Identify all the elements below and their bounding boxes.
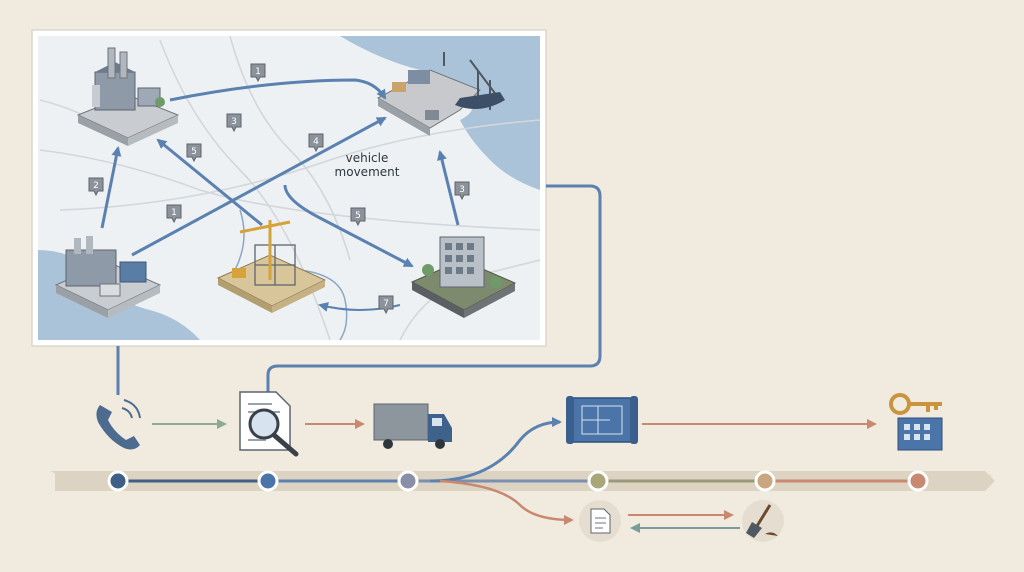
map-annotation-line-2: movement <box>335 165 400 179</box>
route-marker: 3 <box>226 113 242 133</box>
route-marker: 5 <box>350 207 366 227</box>
timeline-node <box>754 470 776 492</box>
route-arrows <box>100 78 460 312</box>
document-search-icon <box>239 391 299 457</box>
map-annotation-line-1: vehicle <box>346 151 389 165</box>
route-marker-label: 1 <box>255 67 261 77</box>
construction-crane-icon <box>216 220 327 313</box>
timeline-nodes <box>107 470 929 492</box>
route-marker-label: 4 <box>313 137 319 147</box>
map-water-top <box>340 36 540 190</box>
route-marker-label: 5 <box>355 211 361 221</box>
route-marker: 3 <box>454 181 470 201</box>
route-marker: 4 <box>308 133 324 153</box>
route-marker-label: 3 <box>459 185 465 195</box>
route-marker: 2 <box>88 177 104 197</box>
map-connector-right <box>266 184 602 392</box>
document-icon <box>579 500 621 542</box>
timeline-node <box>587 470 609 492</box>
shovel-icon <box>742 500 784 542</box>
factory-icon <box>76 47 180 146</box>
route-marker: 1 <box>166 204 182 224</box>
route-marker-label: 7 <box>383 299 389 309</box>
timeline-node <box>107 470 129 492</box>
timeline <box>50 417 995 525</box>
route-marker: 7 <box>378 295 394 315</box>
office-building-icon <box>410 236 517 318</box>
map-panel: 1 2 3 4 5 1 5 3 7 vehicle movement <box>31 29 547 347</box>
port-crane-icon <box>376 52 505 136</box>
key-building-icon <box>889 393 943 451</box>
route-marker-label: 3 <box>231 117 237 127</box>
route-marker: 5 <box>186 143 202 163</box>
route-marker: 1 <box>250 63 266 83</box>
blueprint-icon <box>566 396 638 444</box>
truck-icon <box>373 403 452 449</box>
route-marker-label: 2 <box>93 181 99 191</box>
route-marker-label: 5 <box>191 147 197 157</box>
timeline-node <box>907 470 929 492</box>
timeline-node <box>257 470 279 492</box>
timeline-node <box>397 470 419 492</box>
route-markers: 1 2 3 4 5 1 5 3 7 <box>88 63 470 315</box>
factory-icon <box>54 236 162 318</box>
route-marker-label: 1 <box>171 208 177 218</box>
phone-ringing-icon <box>96 399 141 450</box>
